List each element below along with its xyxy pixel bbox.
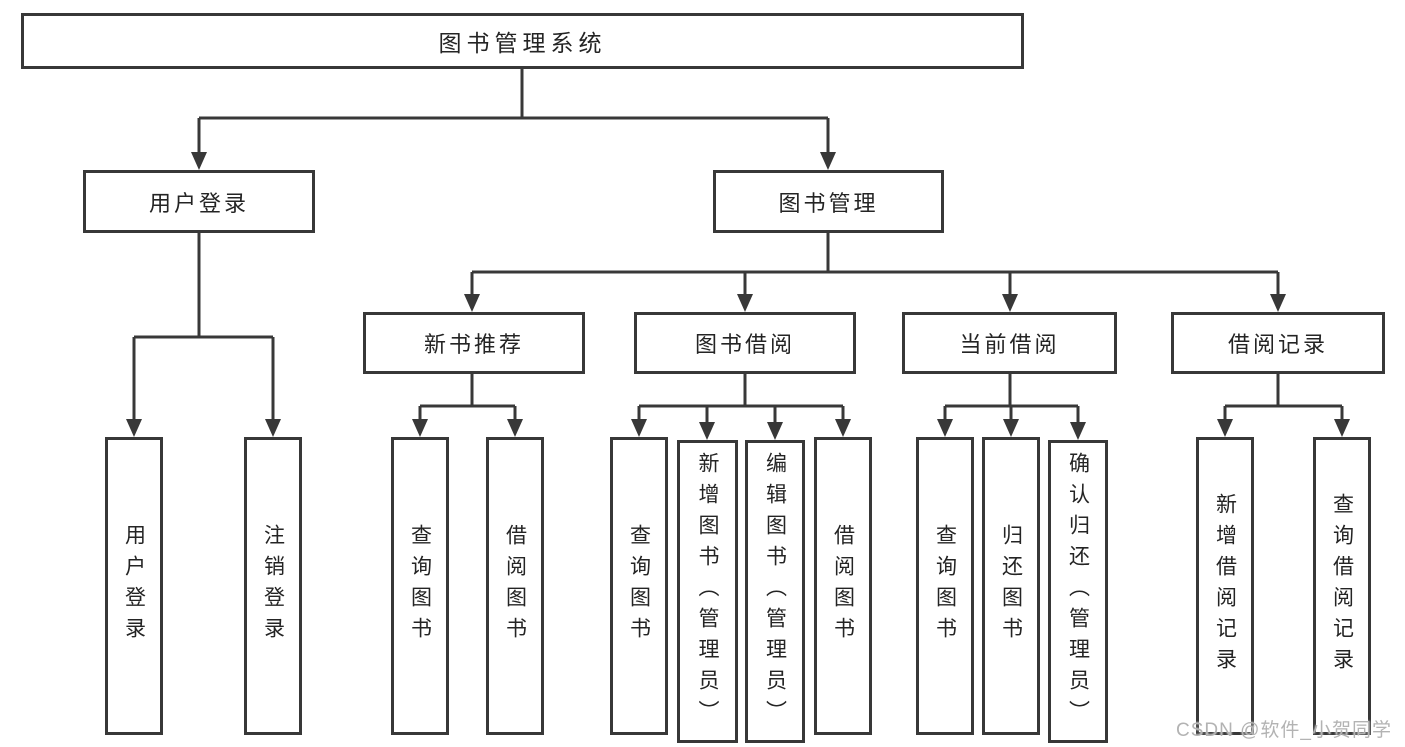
leaf-query-books-borrow: 查询图书 (610, 437, 668, 735)
leaf-add-book-admin: 新增图书（管理员） (677, 440, 738, 743)
leaf-query-books-current: 查询图书 (916, 437, 974, 735)
leaf-user-login: 用户登录 (105, 437, 163, 735)
leaf-return-books: 归还图书 (982, 437, 1040, 735)
leaf-query-borrow-record: 查询借阅记录 (1313, 437, 1371, 735)
node-book-management: 图书管理 (713, 170, 944, 233)
node-current-borrow: 当前借阅 (902, 312, 1117, 374)
leaf-confirm-return-admin: 确认归还（管理员） (1048, 440, 1108, 743)
node-borrow-records: 借阅记录 (1171, 312, 1385, 374)
leaf-add-borrow-record: 新增借阅记录 (1196, 437, 1254, 735)
leaf-edit-book-admin: 编辑图书（管理员） (745, 440, 805, 743)
leaf-query-books-recommend: 查询图书 (391, 437, 449, 735)
leaf-borrow-books-recommend: 借阅图书 (486, 437, 544, 735)
node-new-book-recommend: 新书推荐 (363, 312, 585, 374)
leaf-logout: 注销登录 (244, 437, 302, 735)
node-library-management-system: 图书管理系统 (21, 13, 1024, 69)
node-user-login: 用户登录 (83, 170, 315, 233)
leaf-borrow-books: 借阅图书 (814, 437, 872, 735)
node-book-borrow: 图书借阅 (634, 312, 856, 374)
